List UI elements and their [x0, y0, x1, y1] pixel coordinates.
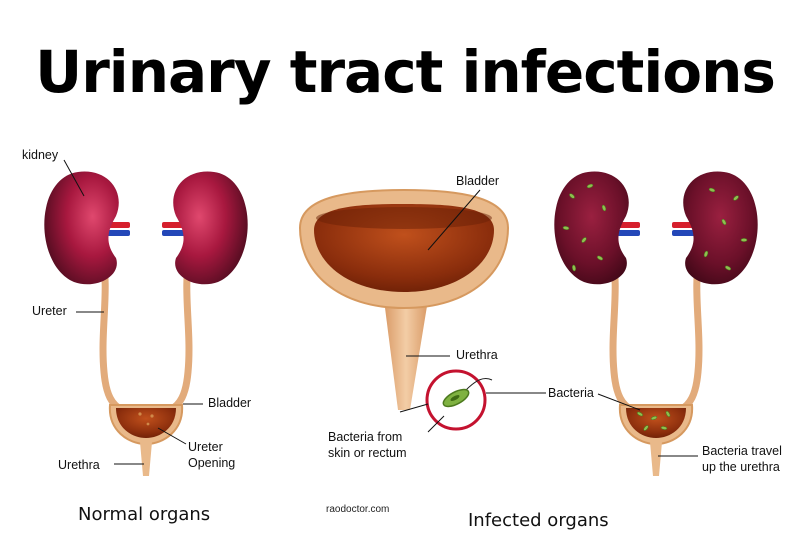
large-urethra	[384, 300, 428, 410]
label-ureter-opening-line2: Opening	[188, 456, 236, 470]
caption-infected-organs: Infected organs	[468, 510, 609, 531]
infected-urethra	[650, 442, 662, 476]
caption-normal-organs: Normal organs	[78, 504, 211, 525]
bladder-bacteria	[636, 410, 671, 431]
page-title: Urinary tract infections	[35, 38, 776, 106]
center-bladder-detail	[298, 188, 546, 433]
small-urethra	[140, 442, 152, 476]
label-bladder-left: Bladder	[208, 396, 252, 410]
infected-right-ureter	[676, 248, 704, 414]
infected-organs	[554, 171, 758, 476]
label-bacteria-travel-line2: up the urethra	[702, 460, 780, 474]
label-bacteria-from-line1: Bacteria from	[328, 430, 403, 444]
label-bacteria-from-line2: skin or rectum	[328, 446, 407, 460]
right-kidney	[173, 171, 248, 285]
infected-right-kidney	[683, 171, 758, 285]
label-ureter-opening-line1: Ureter	[188, 440, 223, 454]
label-kidney: kidney	[22, 148, 59, 162]
infected-left-ureter	[608, 248, 636, 414]
site-credit: raodoctor.com	[326, 504, 390, 515]
label-bacteria-right: Bacteria	[548, 386, 594, 400]
normal-organs	[44, 159, 248, 476]
infected-left-kidney	[554, 171, 629, 285]
left-ureter-tube	[98, 248, 126, 414]
left-kidney	[44, 171, 119, 285]
bacteria-flagellum	[465, 377, 493, 391]
label-bacteria-travel-line1: Bacteria travel	[702, 444, 782, 458]
label-bladder-center: Bladder	[456, 174, 500, 188]
label-ureter: Ureter	[32, 304, 67, 318]
kidney-bacteria	[562, 183, 748, 272]
label-urethra-left: Urethra	[58, 458, 100, 472]
label-urethra-center: Urethra	[456, 348, 498, 362]
right-ureter-tube	[166, 248, 194, 414]
